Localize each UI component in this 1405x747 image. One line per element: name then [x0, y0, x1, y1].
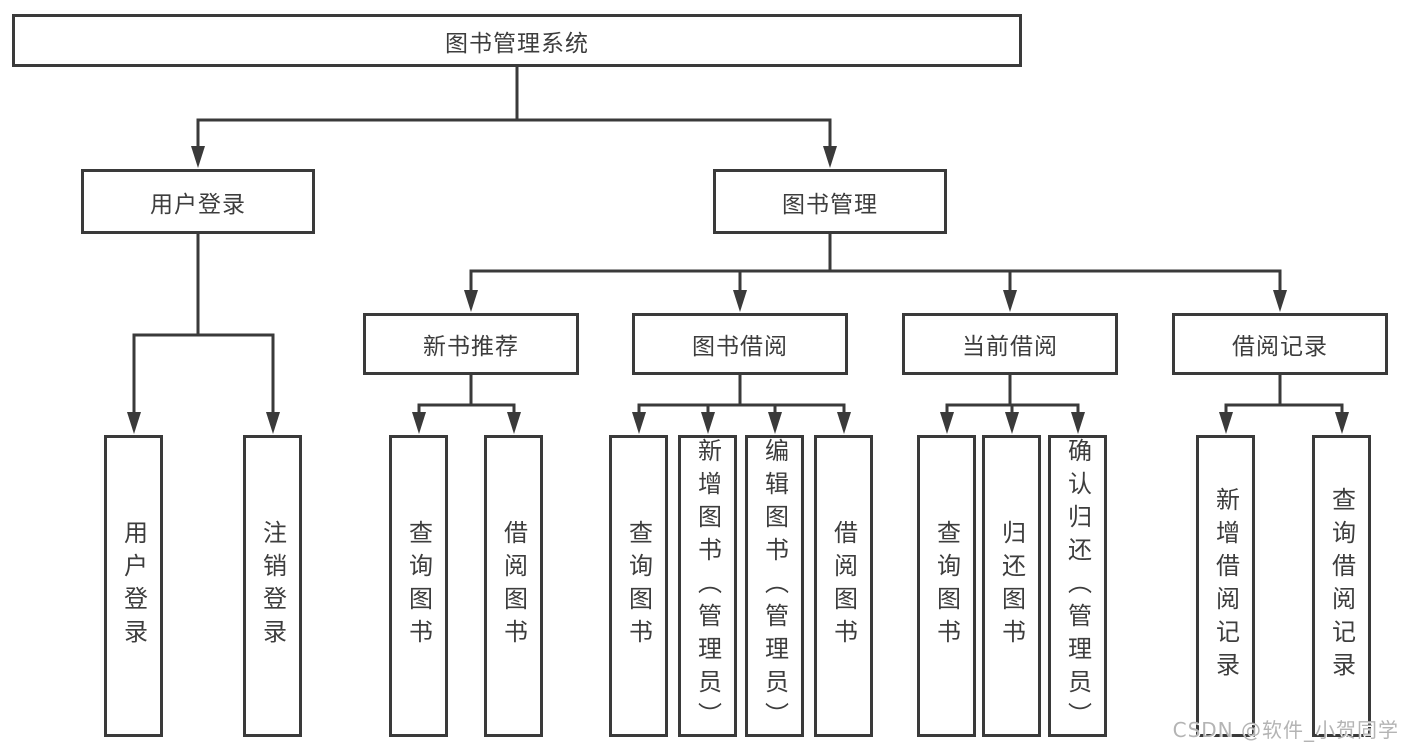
leaf-borrow-books-2: 借阅图书	[814, 435, 873, 737]
leaf-label: 编辑图书（管理员）	[760, 437, 789, 735]
node-new-book-recommend: 新书推荐	[363, 313, 579, 375]
connector-book-management-to-level3	[464, 232, 1287, 312]
leaf-label: 新增借阅记录	[1211, 487, 1240, 685]
connector-borrow-records-to-leaves	[1219, 373, 1349, 434]
leaf-return-books: 归还图书	[982, 435, 1041, 737]
leaf-label: 查询图书	[404, 520, 433, 652]
node-label: 新书推荐	[423, 334, 519, 360]
leaf-query-borrow-record: 查询借阅记录	[1312, 435, 1371, 737]
connector-current-borrow-to-leaves	[940, 373, 1085, 434]
leaf-label: 新增图书（管理员）	[693, 437, 722, 735]
leaf-label: 借阅图书	[499, 520, 528, 652]
connector-root-to-level2	[191, 65, 837, 168]
node-book-borrow: 图书借阅	[632, 313, 848, 375]
node-book-management: 图书管理	[713, 169, 947, 234]
leaf-label: 查询图书	[932, 520, 961, 652]
leaf-query-books-3: 查询图书	[917, 435, 976, 737]
leaf-query-books-2: 查询图书	[609, 435, 668, 737]
csdn-watermark: CSDN @软件_小贺同学	[1172, 718, 1399, 742]
leaf-logout: 注销登录	[243, 435, 302, 737]
node-user-login: 用户登录	[81, 169, 315, 234]
leaf-query-books-1: 查询图书	[389, 435, 448, 737]
node-label: 图书借阅	[692, 334, 788, 360]
node-label: 图书管理	[782, 191, 878, 218]
leaf-edit-books-admin: 编辑图书（管理员）	[745, 435, 804, 737]
leaf-user-login: 用户登录	[104, 435, 163, 737]
leaf-add-books-admin: 新增图书（管理员）	[678, 435, 737, 737]
node-borrow-records: 借阅记录	[1172, 313, 1388, 375]
node-current-borrow: 当前借阅	[902, 313, 1118, 375]
leaf-borrow-books-1: 借阅图书	[484, 435, 543, 737]
leaf-label: 确认归还（管理员）	[1063, 437, 1092, 735]
leaf-label: 查询借阅记录	[1327, 487, 1356, 685]
node-label: 借阅记录	[1232, 334, 1328, 360]
leaf-label: 借阅图书	[829, 520, 858, 652]
node-label: 当前借阅	[962, 334, 1058, 360]
node-library-management-system: 图书管理系统	[12, 14, 1022, 67]
node-label: 图书管理系统	[445, 30, 589, 57]
leaf-label: 注销登录	[258, 520, 287, 652]
leaf-label: 查询图书	[624, 520, 653, 652]
leaf-label: 用户登录	[119, 520, 148, 652]
leaf-confirm-return-admin: 确认归还（管理员）	[1048, 435, 1107, 737]
connector-user-login-to-leaves	[127, 232, 280, 434]
leaf-add-borrow-record: 新增借阅记录	[1196, 435, 1255, 737]
leaf-label: 归还图书	[997, 520, 1026, 652]
connector-new-book-recommend-to-leaves	[412, 373, 521, 434]
connector-book-borrow-to-leaves	[632, 373, 851, 434]
node-label: 用户登录	[150, 191, 246, 218]
